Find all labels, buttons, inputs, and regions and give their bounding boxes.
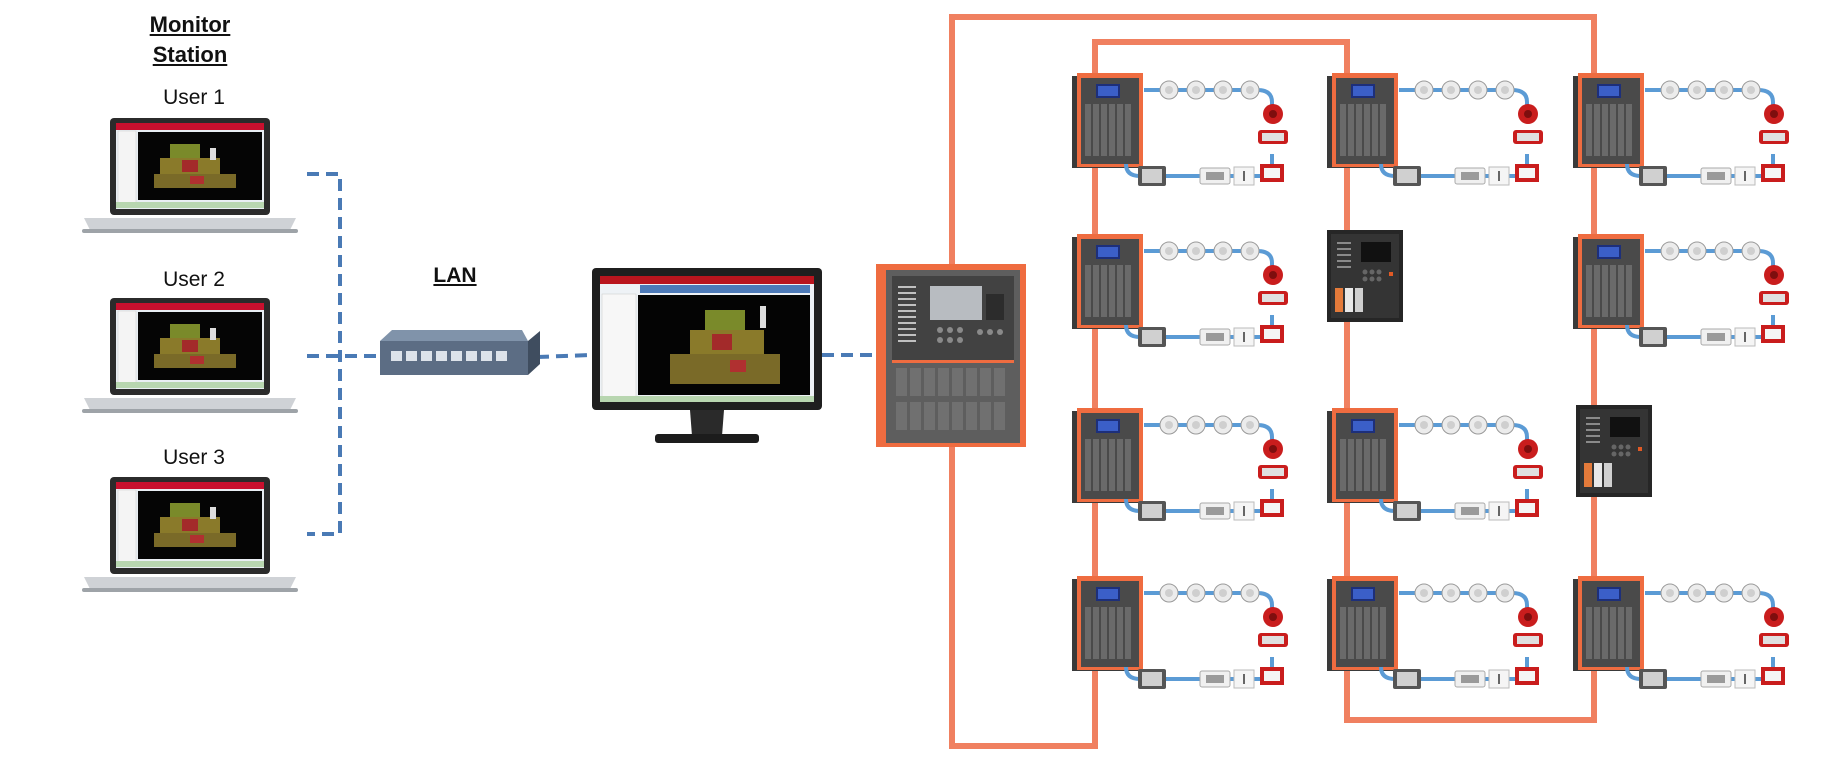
panel-r1-c2: [1325, 71, 1545, 188]
panel-r3-c1: [1070, 406, 1290, 523]
laptop-user-1: [81, 117, 299, 234]
main-fire-alarm-panel: [876, 264, 1026, 447]
monitor-workstation: [592, 268, 822, 443]
lan-switch: [380, 330, 540, 375]
lan-label: LAN: [433, 264, 477, 287]
panel-grid: [1070, 71, 1791, 691]
panel-r4-c2: [1325, 574, 1545, 691]
user-1-label: User 1: [163, 86, 225, 109]
panel-r1-c1: [1070, 71, 1290, 188]
panel-r2-c3: [1571, 232, 1791, 349]
repeater-panel-r3-c3: [1576, 405, 1652, 497]
laptop-user-3: [81, 476, 299, 593]
panel-r4-c3: [1571, 574, 1791, 691]
network-links: [307, 172, 876, 536]
monitor-station-title: Monitor Station: [120, 10, 260, 70]
panel-network-loop: [949, 14, 1597, 749]
user-3-label: User 3: [163, 446, 225, 469]
panel-r4-c1: [1070, 574, 1290, 691]
panel-r1-c3: [1571, 71, 1791, 188]
monitor-station-title-text: Monitor Station: [149, 12, 231, 67]
repeater-panel-r2-c2: [1327, 230, 1403, 322]
laptop-user-2: [81, 297, 299, 414]
panel-r2-c1: [1070, 232, 1290, 349]
user-2-label: User 2: [163, 268, 225, 291]
panel-r3-c2: [1325, 406, 1545, 523]
